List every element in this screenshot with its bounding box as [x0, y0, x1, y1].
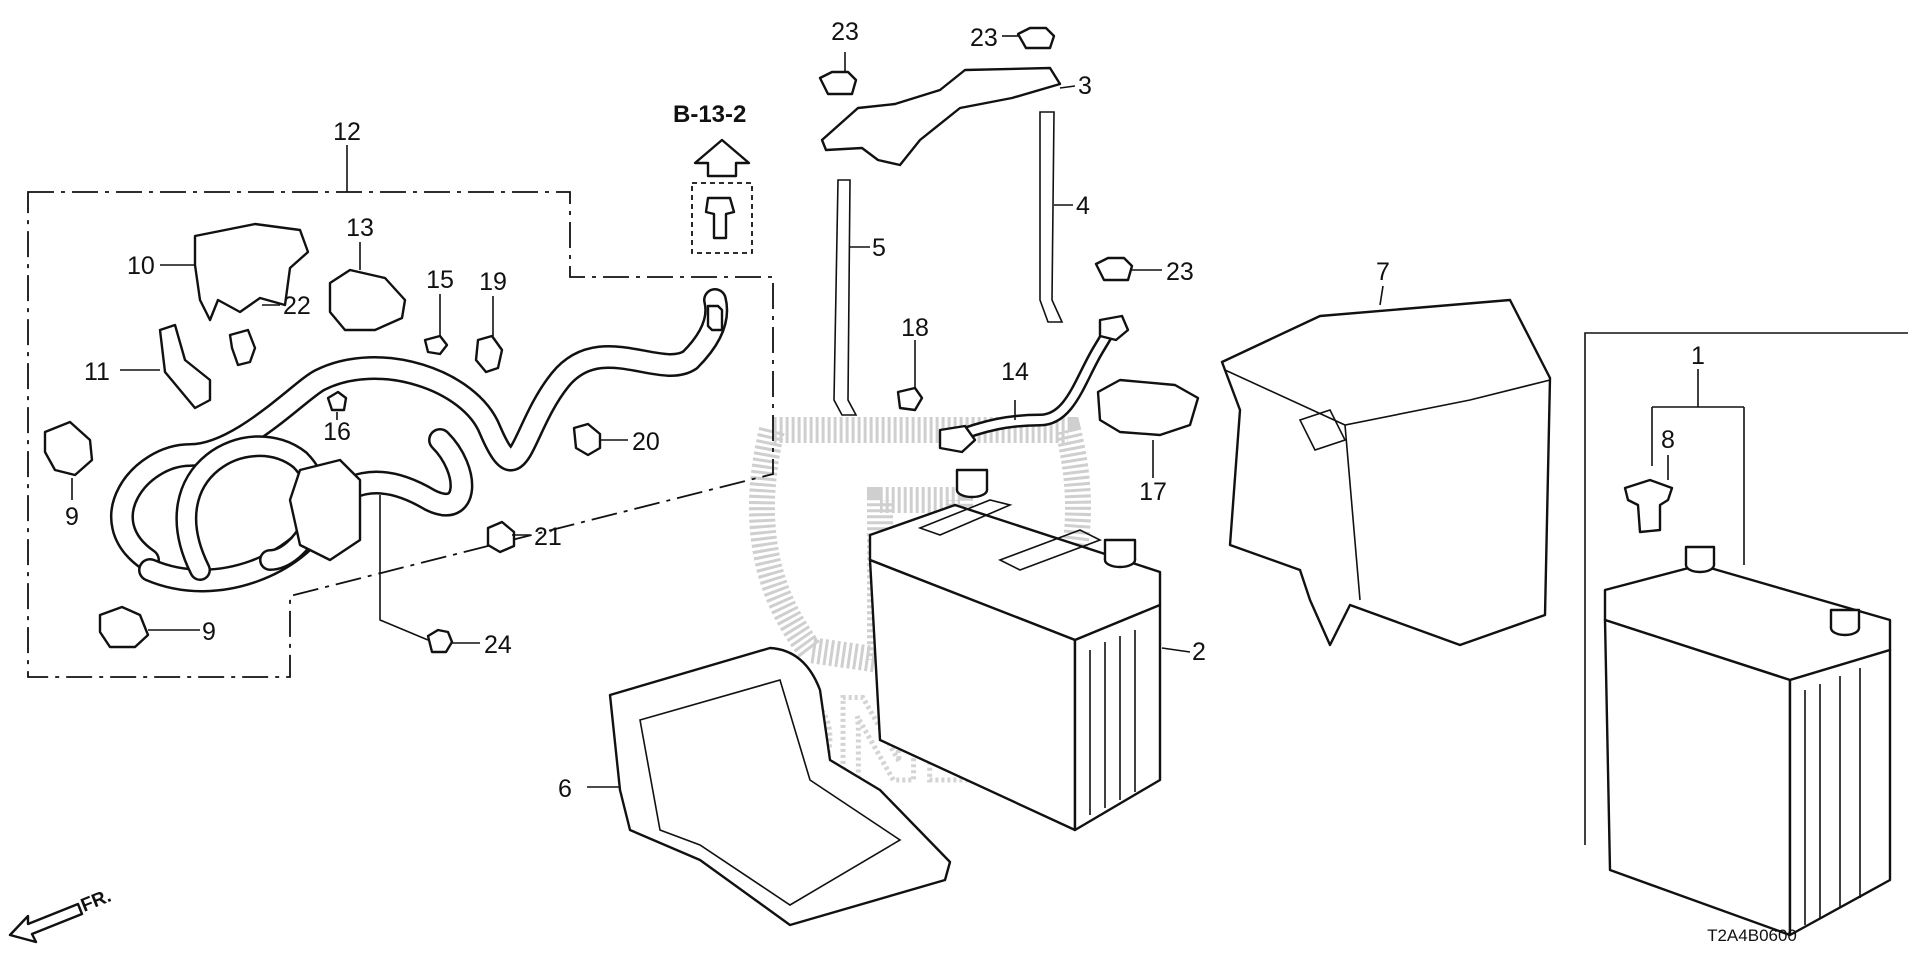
battery-tray	[608, 646, 952, 927]
harness-terminal-top	[706, 304, 724, 332]
clip-22	[228, 328, 257, 367]
bolt-icon	[704, 196, 736, 240]
ground-terminal	[1098, 314, 1130, 342]
bolt-15	[423, 334, 449, 356]
callout-23-mid: 23	[1166, 258, 1194, 286]
callout-15: 15	[426, 266, 454, 294]
callout-23-left: 23	[831, 18, 859, 46]
battery-box-frame	[1584, 332, 1908, 845]
nut-24	[426, 628, 454, 654]
callout-21: 21	[534, 523, 562, 551]
nut-23-mid	[1094, 256, 1134, 282]
battery-vent-cap	[1623, 478, 1674, 534]
callout-labels: 1 2 3 4 5 6 7 8 9 9 10 11 12 13 14 15 16…	[65, 18, 1705, 803]
holder-bolt-right	[1039, 111, 1064, 323]
clip-21	[486, 520, 516, 554]
nut-23-top-right	[1016, 26, 1056, 50]
bolt-18	[896, 386, 924, 412]
callout-8: 8	[1661, 426, 1675, 454]
harness-group-outline	[27, 191, 774, 678]
fuse-box-17	[1096, 378, 1200, 437]
leader-lines	[71, 35, 1745, 788]
harness-junction	[288, 458, 362, 562]
terminal-cap-9-lower	[98, 605, 150, 649]
callout-23-right: 23	[970, 24, 998, 52]
callout-13: 13	[346, 214, 374, 242]
reference-box	[691, 182, 753, 254]
callout-9-upper: 9	[65, 503, 79, 531]
callout-19: 19	[479, 268, 507, 296]
callout-24: 24	[484, 631, 512, 659]
battery-cover	[1220, 298, 1552, 647]
callout-9-lower: 9	[202, 618, 216, 646]
up-arrow-icon	[693, 138, 751, 178]
holder-bolt-left	[833, 179, 858, 416]
front-arrow-icon	[8, 902, 84, 944]
front-direction: FR.	[8, 886, 114, 944]
terminal-cover-13	[328, 268, 407, 332]
callout-6: 6	[558, 775, 572, 803]
callout-2: 2	[1192, 638, 1206, 666]
callout-10: 10	[127, 252, 155, 280]
callout-14: 14	[1001, 358, 1029, 386]
ground-terminal-lower	[938, 424, 977, 454]
terminal-cap-9-upper	[43, 420, 94, 477]
nut-23-top-left	[818, 70, 858, 96]
callout-18: 18	[901, 314, 929, 342]
callout-12: 12	[333, 118, 361, 146]
drawing-code: T2A4B0600	[1707, 926, 1797, 945]
callout-3: 3	[1078, 72, 1092, 100]
clip-19	[474, 334, 504, 374]
callout-17: 17	[1139, 478, 1167, 506]
callout-4: 4	[1076, 192, 1090, 220]
battery-main	[868, 468, 1162, 832]
terminal-cover-10	[193, 222, 310, 322]
clip-20	[572, 422, 602, 457]
callout-20: 20	[632, 428, 660, 456]
callout-1: 1	[1691, 342, 1705, 370]
nut-16	[326, 390, 348, 412]
callout-11: 11	[84, 358, 110, 386]
front-label: FR.	[78, 886, 114, 917]
callout-22: 22	[283, 292, 311, 320]
battery-holder-bracket	[820, 66, 1062, 167]
reference-label: B-13-2	[673, 101, 746, 128]
battery-assembly	[1603, 545, 1892, 937]
bracket-11	[158, 323, 212, 410]
callout-5: 5	[872, 234, 886, 262]
callout-7: 7	[1376, 258, 1390, 286]
reference-b-13-2: B-13-2	[673, 101, 753, 254]
callout-16: 16	[323, 418, 351, 446]
